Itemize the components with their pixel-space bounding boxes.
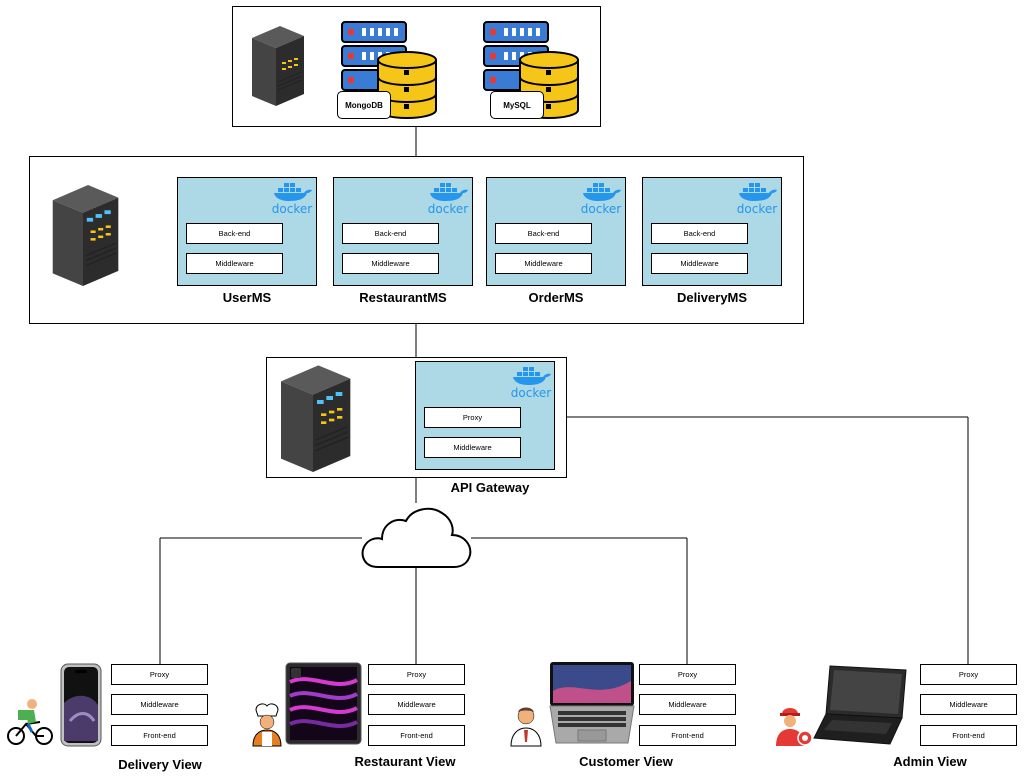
proxy-layer-box: Proxy: [639, 664, 736, 685]
smartphone-icon: [60, 663, 102, 747]
middleware-layer-box: Middleware: [424, 437, 521, 458]
middleware-layer-box: Middleware: [920, 694, 1017, 715]
frontend-layer-box: Front-end: [368, 725, 465, 746]
client-name-restaurant-view: Restaurant View: [354, 754, 456, 769]
laptop-icon: [813, 665, 907, 745]
server-tower-icon: [252, 26, 304, 106]
client-name-customer-view: Customer View: [579, 754, 673, 769]
customer-person-icon: [510, 707, 542, 747]
docker-icon: docker: [428, 183, 468, 216]
proxy-layer-box: Proxy: [368, 664, 465, 685]
docker-icon: docker: [581, 183, 621, 216]
svg-text:docker: docker: [581, 202, 621, 216]
service-name-orderms: OrderMS: [528, 290, 584, 305]
frontend-layer-box: Front-end: [920, 725, 1017, 746]
service-name-restaurantms: RestaurantMS: [359, 290, 447, 305]
docker-icon: docker: [272, 183, 312, 216]
cloud-icon: [361, 507, 472, 568]
middleware-layer-box: Middleware: [495, 253, 592, 274]
mysql-label: MySQL: [490, 91, 544, 119]
gateway-name: API Gateway: [450, 480, 530, 495]
backend-layer-box: Back-end: [186, 223, 283, 244]
frontend-layer-box: Front-end: [111, 725, 208, 746]
client-name-delivery-view: Delivery View: [118, 757, 202, 772]
service-name-deliveryms: DeliveryMS: [676, 290, 748, 305]
svg-text:docker: docker: [511, 386, 551, 400]
laptop-icon: [549, 662, 635, 744]
svg-text:docker: docker: [428, 202, 468, 216]
docker-icon: docker: [511, 367, 551, 400]
backend-layer-box: Back-end: [342, 223, 439, 244]
server-tower-icon: [281, 365, 351, 472]
server-tower-icon: [52, 185, 119, 286]
middleware-layer-box: Middleware: [186, 253, 283, 274]
admin-technician-icon: [776, 708, 813, 746]
middleware-layer-box: Middleware: [368, 694, 465, 715]
mongodb-database-icon: [341, 21, 437, 119]
proxy-layer-box: Proxy: [111, 664, 208, 685]
proxy-layer-box: Proxy: [424, 407, 521, 428]
service-name-userms: UserMS: [222, 290, 272, 305]
backend-layer-box: Back-end: [495, 223, 592, 244]
mongodb-label: MongoDB: [337, 91, 391, 119]
docker-icon: docker: [737, 183, 777, 216]
middleware-layer-box: Middleware: [111, 694, 208, 715]
middleware-layer-box: Middleware: [342, 253, 439, 274]
proxy-layer-box: Proxy: [920, 664, 1017, 685]
client-name-admin-view: Admin View: [893, 754, 967, 769]
middleware-layer-box: Middleware: [639, 694, 736, 715]
mysql-database-icon: [483, 21, 579, 119]
delivery-rider-icon: [7, 699, 53, 745]
tablet-icon: [285, 662, 362, 745]
svg-text:docker: docker: [737, 202, 777, 216]
middleware-layer-box: Middleware: [651, 253, 748, 274]
backend-layer-box: Back-end: [651, 223, 748, 244]
frontend-layer-box: Front-end: [639, 725, 736, 746]
svg-text:docker: docker: [272, 202, 312, 216]
chef-icon: [252, 703, 282, 747]
